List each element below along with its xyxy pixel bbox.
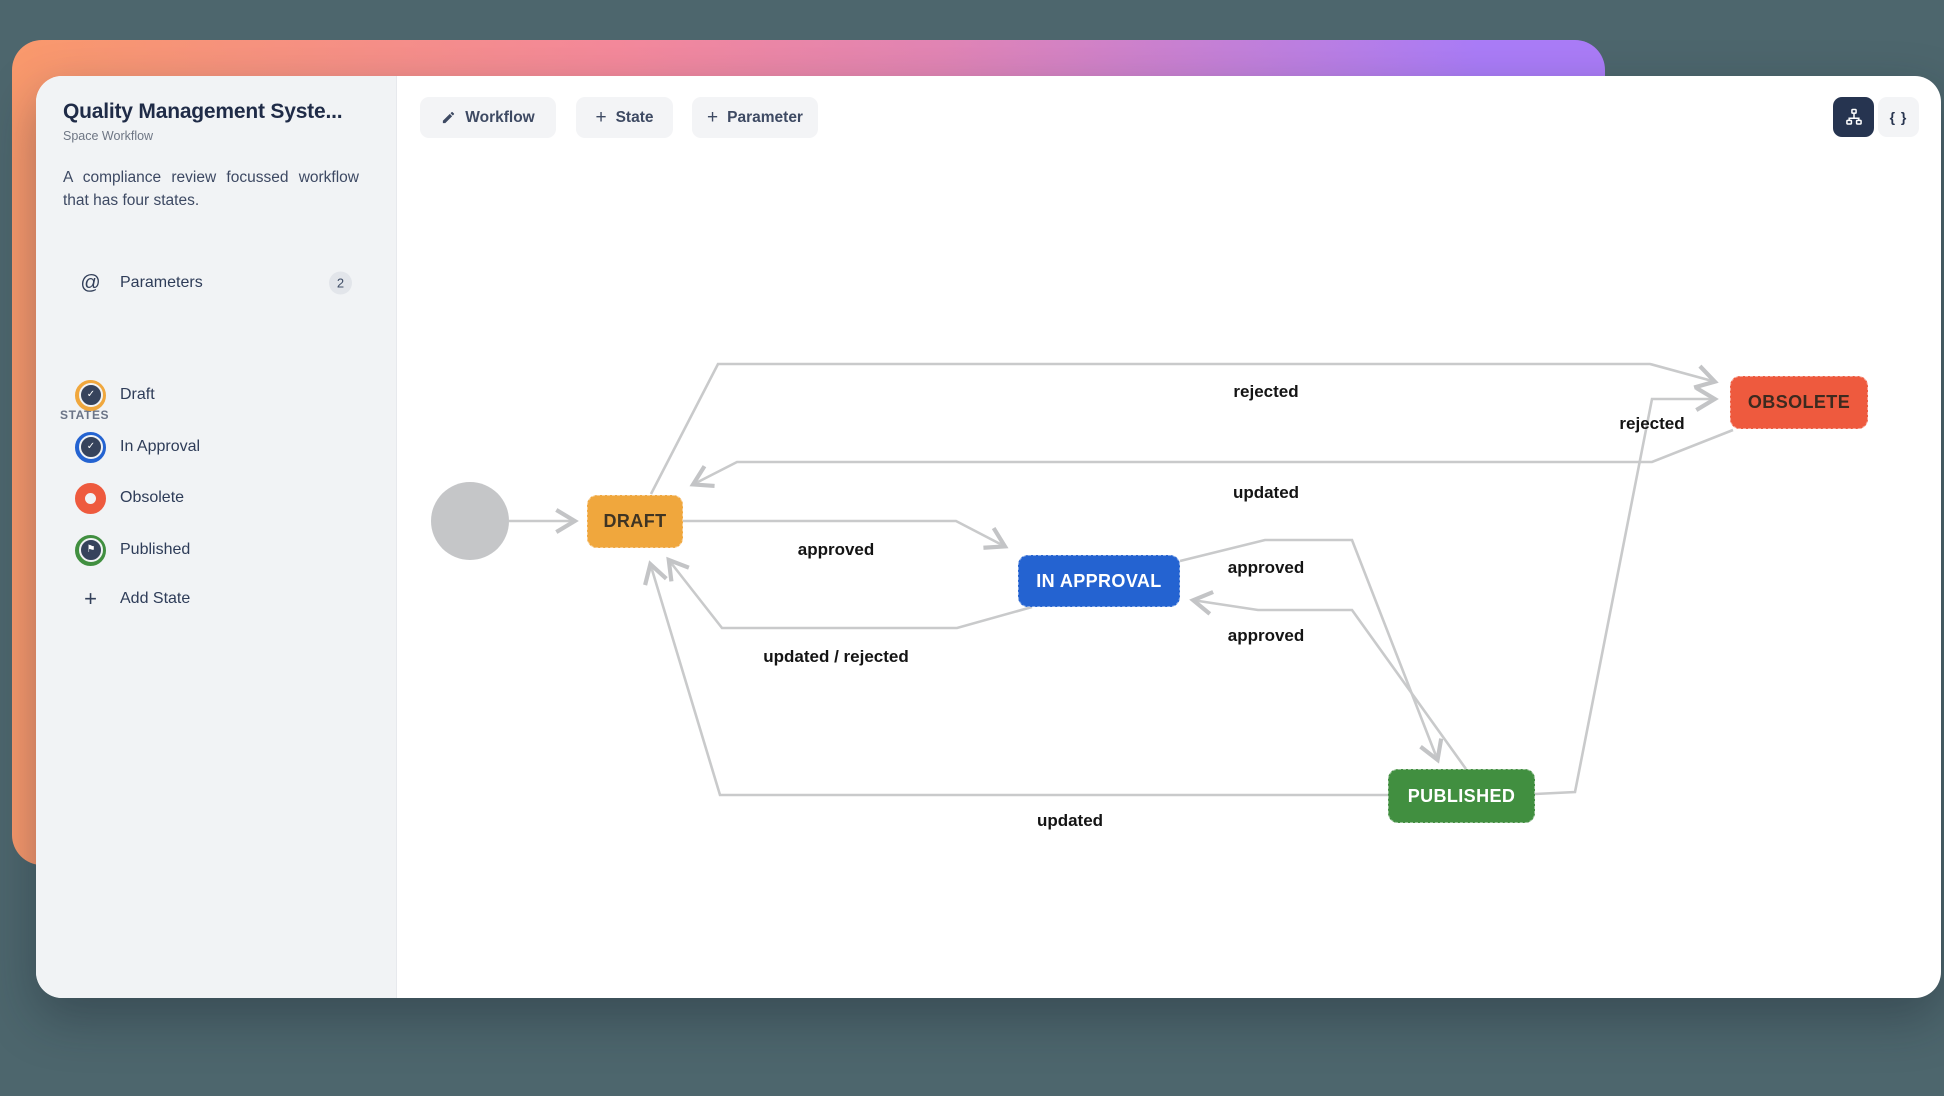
in-approval-state-icon: ✓	[75, 431, 106, 463]
parameters-label: Parameters	[120, 274, 203, 291]
parameters-count-badge: 2	[329, 271, 352, 295]
states-section-header: STATES	[60, 408, 110, 422]
code-braces-icon: { }	[1889, 109, 1908, 125]
add-state-toolbar-button[interactable]: + State	[576, 97, 673, 138]
diagram-view-toggle[interactable]	[1833, 97, 1874, 137]
start-node[interactable]	[431, 482, 509, 560]
workflow-description: A compliance review focussed workflow th…	[63, 169, 359, 209]
add-parameter-toolbar-button[interactable]: + Parameter	[692, 97, 818, 138]
node-draft[interactable]: DRAFT	[587, 495, 683, 548]
node-in-approval[interactable]: IN APPROVAL	[1018, 555, 1180, 607]
sidebar: Quality Management Syste... Space Workfl…	[36, 76, 397, 998]
workflow-button-label: Workflow	[465, 108, 535, 126]
published-state-icon: ⚑	[75, 534, 106, 566]
sidebar-item-parameters[interactable]: @ Parameters 2	[36, 261, 396, 305]
at-icon: @	[80, 271, 101, 294]
node-published[interactable]: PUBLISHED	[1388, 769, 1535, 823]
workflow-subtitle: Space Workflow	[63, 129, 154, 143]
workflow-title: Quality Management Syste...	[63, 100, 343, 123]
plus-icon: +	[84, 586, 97, 611]
workflow-editor-card: Quality Management Syste... Space Workfl…	[36, 76, 1941, 998]
state-button-label: State	[615, 108, 654, 126]
state-label: Published	[120, 541, 191, 558]
flowchart-icon	[1845, 108, 1862, 125]
code-view-toggle[interactable]: { }	[1878, 97, 1919, 137]
sidebar-item-draft[interactable]: ✓ Draft	[36, 373, 396, 417]
add-state-label: Add State	[120, 590, 191, 607]
state-label: Obsolete	[120, 489, 185, 506]
sidebar-item-in-approval[interactable]: ✓ In Approval	[36, 425, 396, 469]
obsolete-state-icon	[75, 482, 106, 514]
draft-state-icon: ✓	[75, 379, 106, 411]
state-label: In Approval	[120, 438, 201, 455]
sidebar-item-published[interactable]: ⚑ Published	[36, 528, 396, 572]
flag-icon: ⚑	[79, 537, 103, 562]
plus-icon: +	[707, 107, 719, 128]
parameter-button-label: Parameter	[727, 108, 803, 126]
check-icon: ✓	[79, 382, 103, 407]
check-icon: ✓	[79, 434, 103, 459]
add-state-button[interactable]: + Add State	[36, 577, 396, 621]
pencil-icon	[443, 111, 455, 124]
workflow-button[interactable]: Workflow	[420, 97, 556, 138]
node-obsolete[interactable]: OBSOLETE	[1730, 376, 1868, 429]
plus-icon: +	[595, 107, 607, 128]
state-label: Draft	[120, 386, 155, 403]
sidebar-item-obsolete[interactable]: Obsolete	[36, 476, 396, 520]
